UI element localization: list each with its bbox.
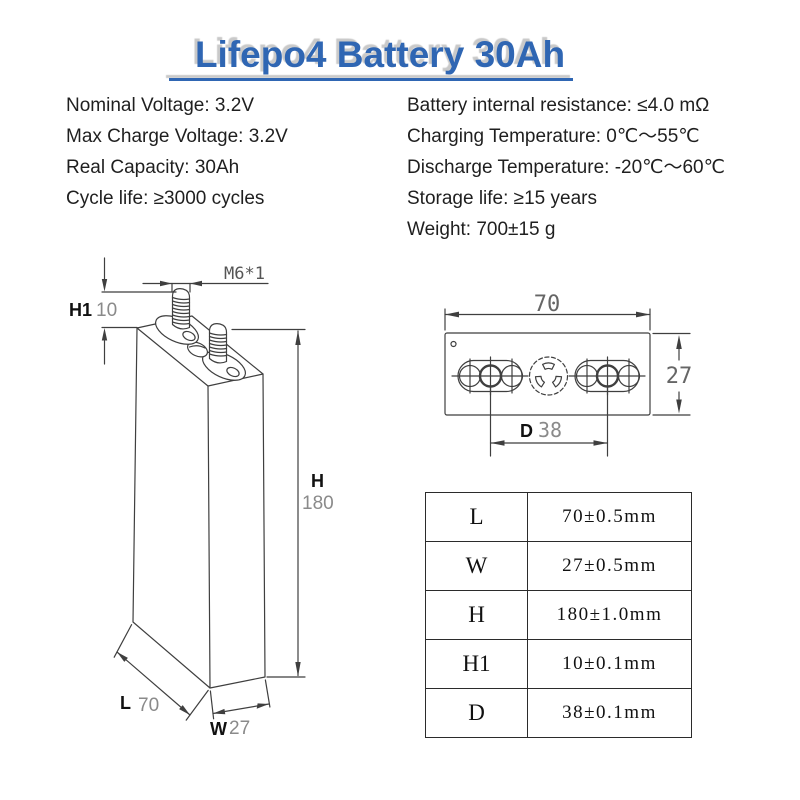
d-value: 38: [538, 418, 562, 442]
h1-label: H1: [69, 300, 92, 320]
param-cell: H: [425, 590, 528, 640]
spec-line: Discharge Temperature: -20℃～60℃: [407, 157, 725, 178]
spec-line: Charging Temperature: 0℃～55℃: [407, 126, 700, 147]
table-row: D 38±0.1mm: [425, 688, 692, 738]
w-label: W: [210, 719, 227, 739]
dimension-terminal-distance: D 38: [489, 385, 609, 457]
spec-line: Max Charge Voltage: 3.2V: [66, 126, 288, 147]
h-label: H: [311, 471, 324, 491]
value-cell: 38±0.1mm: [527, 688, 692, 738]
table-row: H 180±1.0mm: [425, 590, 692, 640]
terminal-left: [154, 288, 200, 345]
table-row: H1 10±0.1mm: [425, 639, 692, 689]
spec-line: Battery internal resistance: ≤4.0 mΩ: [407, 95, 710, 116]
value-cell: 180±1.0mm: [527, 590, 692, 640]
spec-line: Weight: 700±15 g: [407, 219, 556, 240]
terminal-right: [201, 323, 247, 381]
top-terminal-left: [451, 356, 529, 396]
value-cell: 27±0.5mm: [527, 541, 692, 591]
dimensions-table: L 70±0.5mm W 27±0.5mm H 180±1.0mm H1 10±…: [425, 492, 692, 738]
param-cell: H1: [425, 639, 528, 689]
value-cell: 10±0.1mm: [527, 639, 692, 689]
top-length-value: 70: [534, 292, 561, 317]
specs-right-column: Battery internal resistance: ≤4.0 mΩ Cha…: [407, 90, 725, 245]
vent-3d: [186, 341, 209, 358]
dimension-h1: H1 10: [69, 257, 177, 365]
specs-left-column: Nominal Voltage: 3.2V Max Charge Voltage…: [66, 90, 288, 214]
title-underline: [169, 78, 573, 81]
d-label: D: [520, 421, 533, 441]
top-vent: [528, 356, 569, 396]
l-label: L: [120, 693, 131, 713]
stud-threads: [171, 296, 191, 325]
table-row: W 27±0.5mm: [425, 541, 692, 591]
w-value: 27: [229, 718, 250, 739]
spec-line: Real Capacity: 30Ah: [66, 157, 240, 178]
table-row: L 70±0.5mm: [425, 492, 692, 542]
page-title: Lifepo4 Battery 30Ah: [0, 34, 760, 76]
stud-threads: [208, 332, 228, 357]
spec-line: Nominal Voltage: 3.2V: [66, 95, 255, 116]
top-view-body: [444, 332, 651, 416]
h-value: 180: [302, 493, 334, 514]
param-cell: L: [425, 492, 528, 542]
param-cell: W: [425, 541, 528, 591]
dimension-h: H 180: [231, 328, 334, 678]
spec-line: Cycle life: ≥3000 cycles: [66, 188, 265, 209]
corner-mark: [450, 340, 457, 348]
dimension-l: L 70: [113, 624, 209, 721]
dimension-top-length: 70: [444, 292, 651, 331]
param-cell: D: [425, 688, 528, 738]
dimension-w: W 27: [209, 679, 271, 739]
dimension-m6: M6*1: [142, 264, 269, 293]
battery-3d-drawing: M6*1 H1 10 H 180: [69, 257, 334, 739]
value-cell: 70±0.5mm: [527, 492, 692, 542]
dimension-top-width: 27: [652, 332, 693, 416]
battery-top-view-drawing: 70 27 D 38: [444, 292, 693, 457]
l-value: 70: [138, 695, 159, 716]
h1-value: 10: [96, 300, 117, 321]
spec-line: Storage life: ≥15 years: [407, 188, 597, 209]
page-title-text: Lifepo4 Battery 30Ah: [194, 34, 566, 75]
top-width-value: 27: [666, 364, 693, 389]
thread-spec-label: M6*1: [224, 264, 265, 284]
